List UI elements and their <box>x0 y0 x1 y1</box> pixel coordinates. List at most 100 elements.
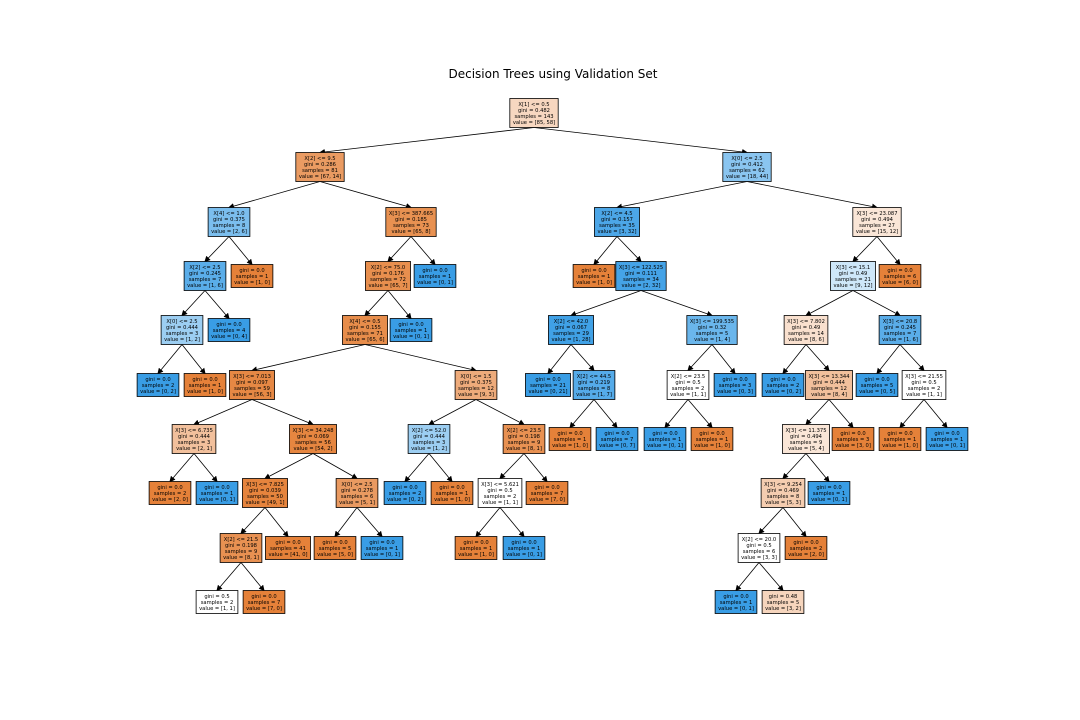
node-label: gini = 0.0 <box>887 431 912 437</box>
node-label: value = [8, 4] <box>811 392 847 398</box>
node-label: samples = 1 <box>696 437 729 443</box>
node-label: samples = 73 <box>393 223 429 229</box>
node-label: X[3] <= 122.525 <box>619 265 663 271</box>
tree-edge <box>475 399 525 425</box>
node-label: samples = 1 <box>649 437 682 443</box>
node-label: gini = 0.49 <box>792 325 821 331</box>
tree-edge <box>240 562 265 592</box>
tree-edge <box>899 344 925 372</box>
node-label: gini = 0.0 <box>699 431 724 437</box>
node-label: X[3] <= 5.621 <box>481 482 519 488</box>
node-label: value = [1, 0] <box>234 280 270 286</box>
node-label: value = [2, 32] <box>621 283 660 289</box>
node-box <box>901 370 947 400</box>
node-box <box>389 318 433 342</box>
node-label: X[3] <= 9.254 <box>764 482 802 488</box>
node-label: gini = 0.49 <box>839 271 868 277</box>
tree-edge <box>570 290 642 317</box>
node-box <box>594 207 640 237</box>
tree-edge <box>312 453 358 479</box>
node-label: value = [49, 1] <box>245 500 284 506</box>
node-box <box>242 590 286 614</box>
node-label: value = [0, 1] <box>647 443 683 449</box>
node-label: gini = 0.278 <box>341 488 373 494</box>
node-label: samples = 34 <box>623 277 660 283</box>
tree-edge <box>616 236 642 263</box>
node-box <box>805 370 853 400</box>
tree-edge <box>923 399 948 429</box>
tree-edge <box>782 344 807 375</box>
node-label: value = [8, 1] <box>506 446 542 452</box>
node-label: X[3] <= 13.344 <box>808 374 850 380</box>
node-label: samples = 1 <box>884 437 917 443</box>
node-label: X[3] <= 11.375 <box>785 428 826 434</box>
node-label: value = [0, 3] <box>717 389 753 395</box>
tree-edge <box>216 562 242 592</box>
node-box <box>230 264 274 288</box>
node-label: samples = 3 <box>166 331 199 337</box>
tree-edge <box>533 127 748 155</box>
node-label: value = [2, 6] <box>211 229 247 235</box>
node-label: value = [0, 4] <box>211 334 247 340</box>
node-label: value = [1, 1] <box>199 606 235 612</box>
tree-edge <box>251 344 366 373</box>
node-label: samples = 143 <box>514 114 553 120</box>
node-label: gini = 0.198 <box>508 434 540 440</box>
node-box <box>454 536 498 560</box>
node-label: samples = 1 <box>813 491 846 497</box>
node-label: gini = 0.412 <box>731 162 763 168</box>
node-label: gini = 0.32 <box>698 325 727 331</box>
node-label: samples = 3 <box>837 437 870 443</box>
node-label: samples = 1 <box>419 274 452 280</box>
node-label: value = [3, 32] <box>597 229 636 235</box>
node-label: gini = 0.444 <box>178 434 211 440</box>
node-box <box>502 424 546 454</box>
node-box <box>595 427 639 451</box>
node-label: samples = 2 <box>154 491 187 497</box>
tree-edge <box>264 453 314 479</box>
node-label: value = [8, 1] <box>223 555 259 561</box>
node-label: value = [2, 0] <box>152 497 188 503</box>
node-label: gini = 0.0 <box>322 540 347 546</box>
node-label: gini = 0.0 <box>793 540 818 546</box>
node-label: gini = 0.48 <box>769 594 798 600</box>
node-label: samples = 6 <box>884 274 917 280</box>
node-label: value = [5, 1] <box>339 500 375 506</box>
node-label: value = [56, 3] <box>232 392 271 398</box>
node-label: gini = 0.444 <box>413 434 446 440</box>
node-label: gini = 0.219 <box>578 380 610 386</box>
node-label: X[1] <= 0.5 <box>518 102 549 108</box>
node-label: value = [0, 1] <box>364 552 400 558</box>
node-label: gini = 0.5 <box>746 543 771 549</box>
node-label: samples = 5 <box>861 383 894 389</box>
node-label: value = [0, 1] <box>199 497 235 503</box>
node-box <box>360 536 404 560</box>
node-box <box>160 315 204 345</box>
node-label: X[2] <= 44.5 <box>577 374 611 380</box>
node-label: gini = 0.0 <box>770 377 795 383</box>
node-label: samples = 7 <box>601 437 634 443</box>
node-label: value = [7, 0] <box>529 497 565 503</box>
node-label: gini = 0.0 <box>511 540 536 546</box>
node-label: gini = 0.286 <box>304 162 336 168</box>
node-label: value = [0, 7] <box>599 443 635 449</box>
tree-edge <box>523 453 548 483</box>
node-label: value = [65, 8] <box>391 229 430 235</box>
node-label: samples = 9 <box>508 440 541 446</box>
node-label: X[0] <= 2.5 <box>341 482 372 488</box>
tree-edge <box>782 507 807 538</box>
node-box <box>548 315 594 345</box>
node-label: gini = 0.494 <box>790 434 823 440</box>
